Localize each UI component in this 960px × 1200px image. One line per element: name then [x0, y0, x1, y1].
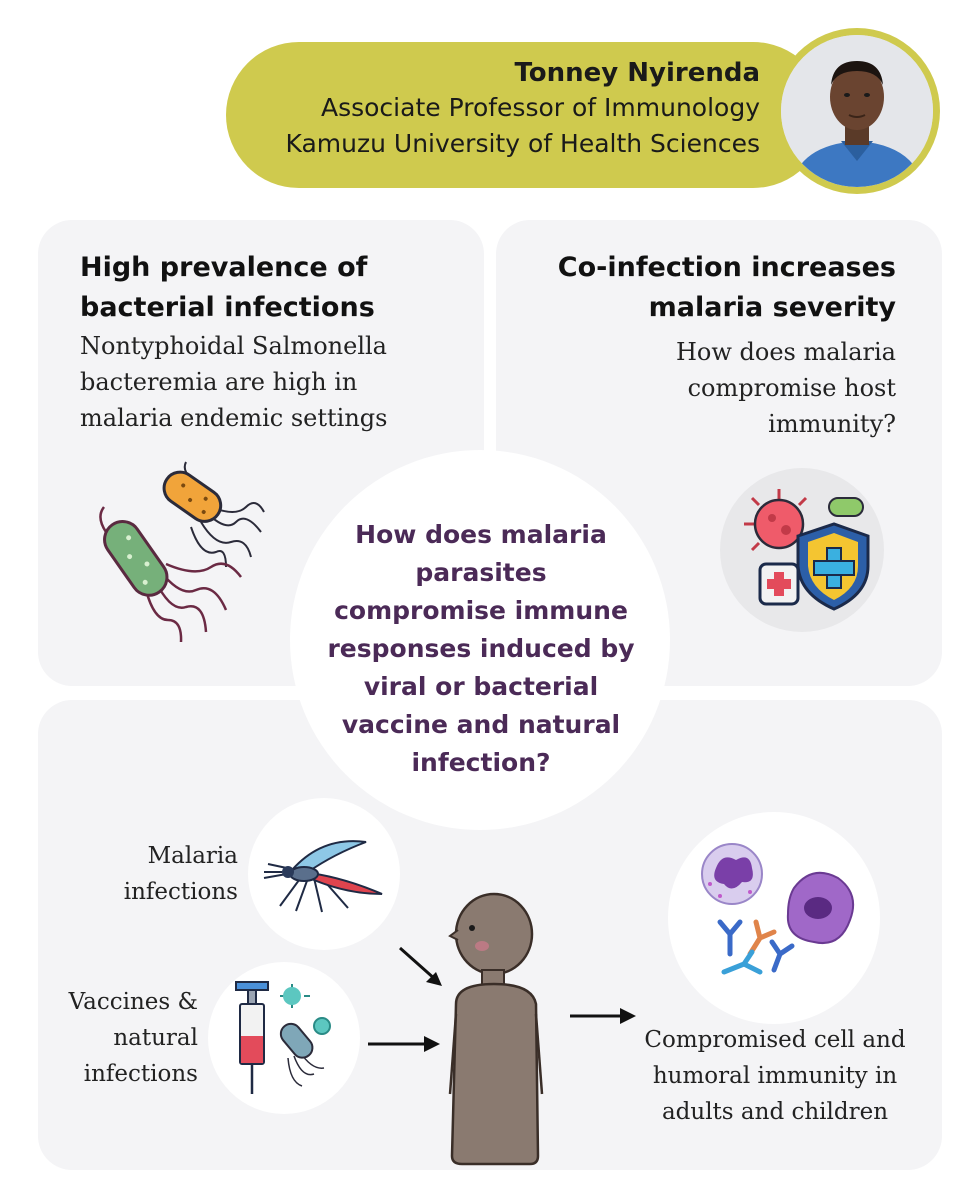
speaker-banner	[226, 42, 826, 188]
speaker-info: Tonney Nyirenda Associate Professor of I…	[286, 56, 760, 162]
outcome-label: Compromised cell and humoral immunity in…	[644, 1027, 906, 1125]
vaccines-label: Vaccines & natural infections	[68, 989, 198, 1087]
virus-shield-icon	[744, 489, 870, 611]
human-figure-icon	[448, 892, 544, 1166]
mosquito-circle	[248, 798, 400, 950]
bacteria-panel-title: High prevalence of bacterial infections	[80, 252, 375, 323]
central-question: How does malaria parasites compromise im…	[327, 520, 635, 777]
arrow-icon	[399, 946, 442, 986]
malaria-infections-label: Malaria infections	[123, 843, 238, 905]
avatar-portrait-icon	[781, 35, 933, 187]
speaker-name: Tonney Nyirenda	[514, 58, 760, 88]
central-question-circle	[290, 450, 670, 830]
syringe-icon	[235, 981, 331, 1094]
speaker-institution: Kamuzu University of Health Sciences	[285, 129, 760, 158]
coinfection-panel-body: How does malaria compromise host immunit…	[675, 338, 896, 438]
avatar	[774, 28, 940, 194]
arrow-icon	[570, 1008, 636, 1024]
immune-cells-icon	[701, 843, 854, 975]
coinfection-panel-title: Co-infection increases malaria severity	[557, 252, 896, 323]
bacteria-icon	[99, 461, 265, 643]
mosquito-icon	[263, 840, 383, 913]
speaker-role: Associate Professor of Immunology	[320, 93, 760, 122]
bacteria-panel-body: Nontyphoidal Salmonella bacteremia are h…	[80, 332, 388, 432]
arrow-icon	[368, 1036, 440, 1052]
